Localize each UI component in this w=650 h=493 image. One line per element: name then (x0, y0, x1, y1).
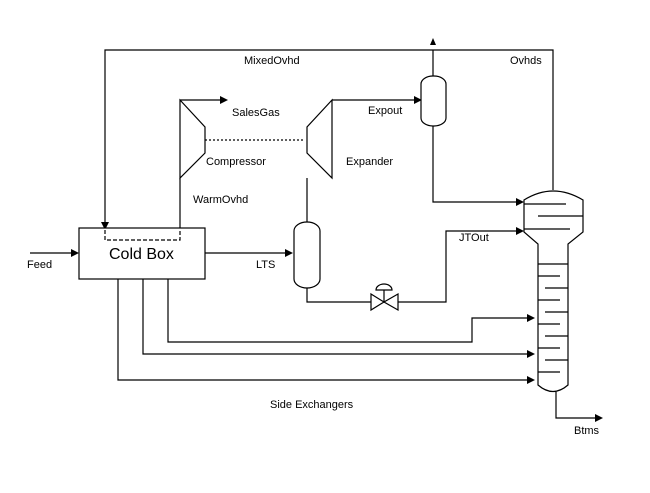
label-warm-ovhd: WarmOvhd (193, 194, 248, 206)
sales-gas-stream (180, 96, 228, 104)
label-btms: Btms (574, 425, 600, 437)
lts-feed-stream (205, 249, 293, 257)
distillation-column[interactable] (523, 190, 584, 393)
mixed-ovhd-stream (101, 38, 554, 230)
jt-valve[interactable] (370, 283, 399, 312)
compressor[interactable] (179, 98, 206, 180)
separator-liquid-stream (432, 126, 524, 206)
label-feed: Feed (27, 259, 52, 271)
label-sales-gas: SalesGas (232, 107, 280, 119)
jtout-stream (306, 227, 524, 303)
label-expout: Expout (368, 105, 402, 117)
label-lts: LTS (256, 259, 275, 271)
column-trays (524, 203, 583, 373)
overhead-separator[interactable] (420, 75, 447, 127)
cold-box[interactable] (78, 227, 206, 280)
expander[interactable] (306, 98, 333, 180)
label-side-exchangers: Side Exchangers (270, 399, 354, 411)
cold-box-dashed-pass (104, 230, 181, 241)
side-exchanger-stream-3 (117, 279, 535, 384)
label-ovhds: Ovhds (510, 55, 542, 67)
side-exchanger-stream-2 (142, 279, 535, 358)
side-exchanger-stream-1 (167, 279, 535, 343)
label-compressor: Compressor (206, 156, 266, 168)
feed-stream (30, 249, 79, 257)
label-cold-box: Cold Box (109, 246, 174, 263)
lts-separator[interactable] (293, 221, 321, 289)
label-expander: Expander (346, 156, 393, 168)
expout-stream (332, 96, 422, 104)
label-mixed-ovhd: MixedOvhd (244, 55, 300, 67)
btms-stream (555, 392, 603, 422)
label-jtout: JTOut (459, 232, 489, 244)
